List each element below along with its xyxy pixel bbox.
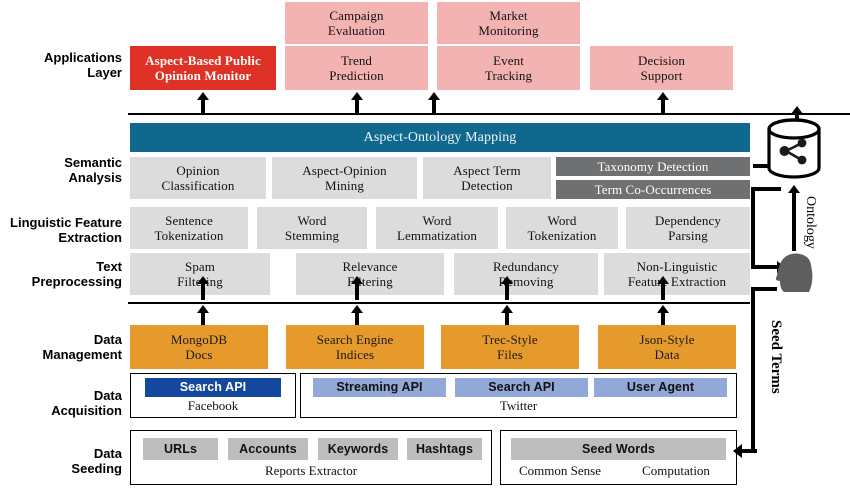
arrow-up-to-redundancy-removing xyxy=(501,276,513,300)
preprocessing-module-non-linguistic-feature-extraction[interactable]: Non-Linguistic Feature Extraction xyxy=(604,253,750,295)
app-card-market-monitoring[interactable]: Market Monitoring xyxy=(437,2,580,44)
seeding-item-accounts[interactable]: Accounts xyxy=(228,438,308,460)
linguistic-module-word-tokenization[interactable]: Word Tokenization xyxy=(506,207,618,249)
layer-label-linguistic: Linguistic Feature Extraction xyxy=(10,215,122,245)
layer-label-management: Data Management xyxy=(42,332,122,362)
vertical-label-ontology: Ontology xyxy=(803,196,818,249)
seeding-item-seed-words[interactable]: Seed Words xyxy=(511,438,726,460)
arrow-up-to-spam-filtering xyxy=(197,276,209,300)
preprocessing-module-spam-filtering[interactable]: Spam Filtering xyxy=(130,253,270,295)
acquisition-item-twitter-streaming-api[interactable]: Streaming API xyxy=(313,378,446,397)
management-store-mongodb-docs[interactable]: MongoDB Docs xyxy=(130,325,268,369)
arrow-left-seed-terms-to-seed-words xyxy=(733,444,757,458)
connector-term-cooccurrence-vertical xyxy=(751,187,755,269)
layer-label-seeding: Data Seeding xyxy=(71,446,122,476)
semantic-module-taxonomy-detection[interactable]: Taxonomy Detection xyxy=(556,157,750,176)
arrow-up-search-engine-to-preprocessing xyxy=(351,305,363,327)
preprocessing-module-redundancy-removing[interactable]: Redundancy Removing xyxy=(454,253,598,295)
arrow-up-trec-to-preprocessing xyxy=(501,305,513,327)
vertical-label-seed-terms: Seed Terms xyxy=(768,320,784,394)
semantic-module-term-co-occurrences[interactable]: Term Co-Occurrences xyxy=(556,180,750,199)
acquisition-item-facebook-search-api[interactable]: Search API xyxy=(145,378,281,397)
layer-label-applications: Applications Layer xyxy=(43,50,122,80)
arrow-up-json-to-preprocessing xyxy=(657,305,669,327)
seeding-caption-computation: Computation xyxy=(642,463,710,478)
preprocessing-module-relevance-filtering[interactable]: Relevance Filtering xyxy=(296,253,444,295)
linguistic-module-dependency-parsing[interactable]: Dependency Parsing xyxy=(626,207,750,249)
connector-term-cooccurrence-horizontal xyxy=(753,187,781,191)
layer-label-preprocessing: Text Preprocessing xyxy=(31,259,122,289)
database-cylinder-icon xyxy=(766,118,822,180)
app-card-trend-prediction[interactable]: Trend Prediction xyxy=(285,46,428,90)
semantic-module-aspect-opinion-mining[interactable]: Aspect-Opinion Mining xyxy=(272,157,417,199)
layer-label-acquisition: Data Acquisition xyxy=(51,388,122,418)
acquisition-item-twitter-user-agent[interactable]: User Agent xyxy=(594,378,727,397)
separator-applications xyxy=(128,113,850,115)
seeding-item-urls[interactable]: URLs xyxy=(143,438,218,460)
connector-seed-terms-vertical xyxy=(751,287,755,453)
seeding-item-keywords[interactable]: Keywords xyxy=(318,438,398,460)
linguistic-module-sentence-tokenization[interactable]: Sentence Tokenization xyxy=(130,207,248,249)
connector-seed-terms-top-horizontal xyxy=(751,287,777,291)
network-share-icon xyxy=(779,138,807,165)
arrow-up-to-event-tracking xyxy=(428,92,440,114)
management-store-trec-style-files[interactable]: Trec-Style Files xyxy=(441,325,579,369)
management-store-search-engine-indices[interactable]: Search Engine Indices xyxy=(286,325,424,369)
acquisition-caption-facebook: Facebook xyxy=(187,398,239,413)
seeding-caption-reports-extractor: Reports Extractor xyxy=(264,463,358,478)
arrow-up-to-decision-support xyxy=(657,92,669,114)
layer-label-semantic: Semantic Analysis xyxy=(64,155,122,185)
separator-preprocessing xyxy=(128,302,750,304)
semantic-banner-aspect-ontology-mapping[interactable]: Aspect-Ontology Mapping xyxy=(130,123,750,152)
app-card-aspect-based-public-opinion-monitor[interactable]: Aspect-Based Public Opinion Monitor xyxy=(130,46,276,90)
acquisition-caption-twitter: Twitter xyxy=(499,398,538,413)
app-card-campaign-evaluation[interactable]: Campaign Evaluation xyxy=(285,2,428,44)
semantic-module-opinion-classification[interactable]: Opinion Classification xyxy=(130,157,266,199)
person-head-icon xyxy=(775,252,815,294)
arrow-up-mongodb-to-preprocessing xyxy=(197,305,209,327)
arrow-up-to-opinion-monitor xyxy=(197,92,209,114)
arrow-up-to-relevance-filtering xyxy=(351,276,363,300)
seeding-item-hashtags[interactable]: Hashtags xyxy=(407,438,482,460)
management-store-json-style-data[interactable]: Json-Style Data xyxy=(598,325,736,369)
acquisition-item-twitter-search-api[interactable]: Search API xyxy=(455,378,588,397)
arrow-up-to-non-linguistic-feature-extraction xyxy=(657,276,669,300)
seeding-caption-common-sense: Common Sense xyxy=(519,463,601,478)
arrow-up-to-trend-prediction xyxy=(351,92,363,114)
linguistic-module-word-stemming[interactable]: Word Stemming xyxy=(257,207,367,249)
app-card-decision-support[interactable]: Decision Support xyxy=(590,46,733,90)
linguistic-module-word-lemmatization[interactable]: Word Lemmatization xyxy=(376,207,498,249)
app-card-event-tracking[interactable]: Event Tracking xyxy=(437,46,580,90)
arrow-up-analyst-to-ontology xyxy=(788,185,800,251)
semantic-module-aspect-term-detection[interactable]: Aspect Term Detection xyxy=(423,157,551,199)
